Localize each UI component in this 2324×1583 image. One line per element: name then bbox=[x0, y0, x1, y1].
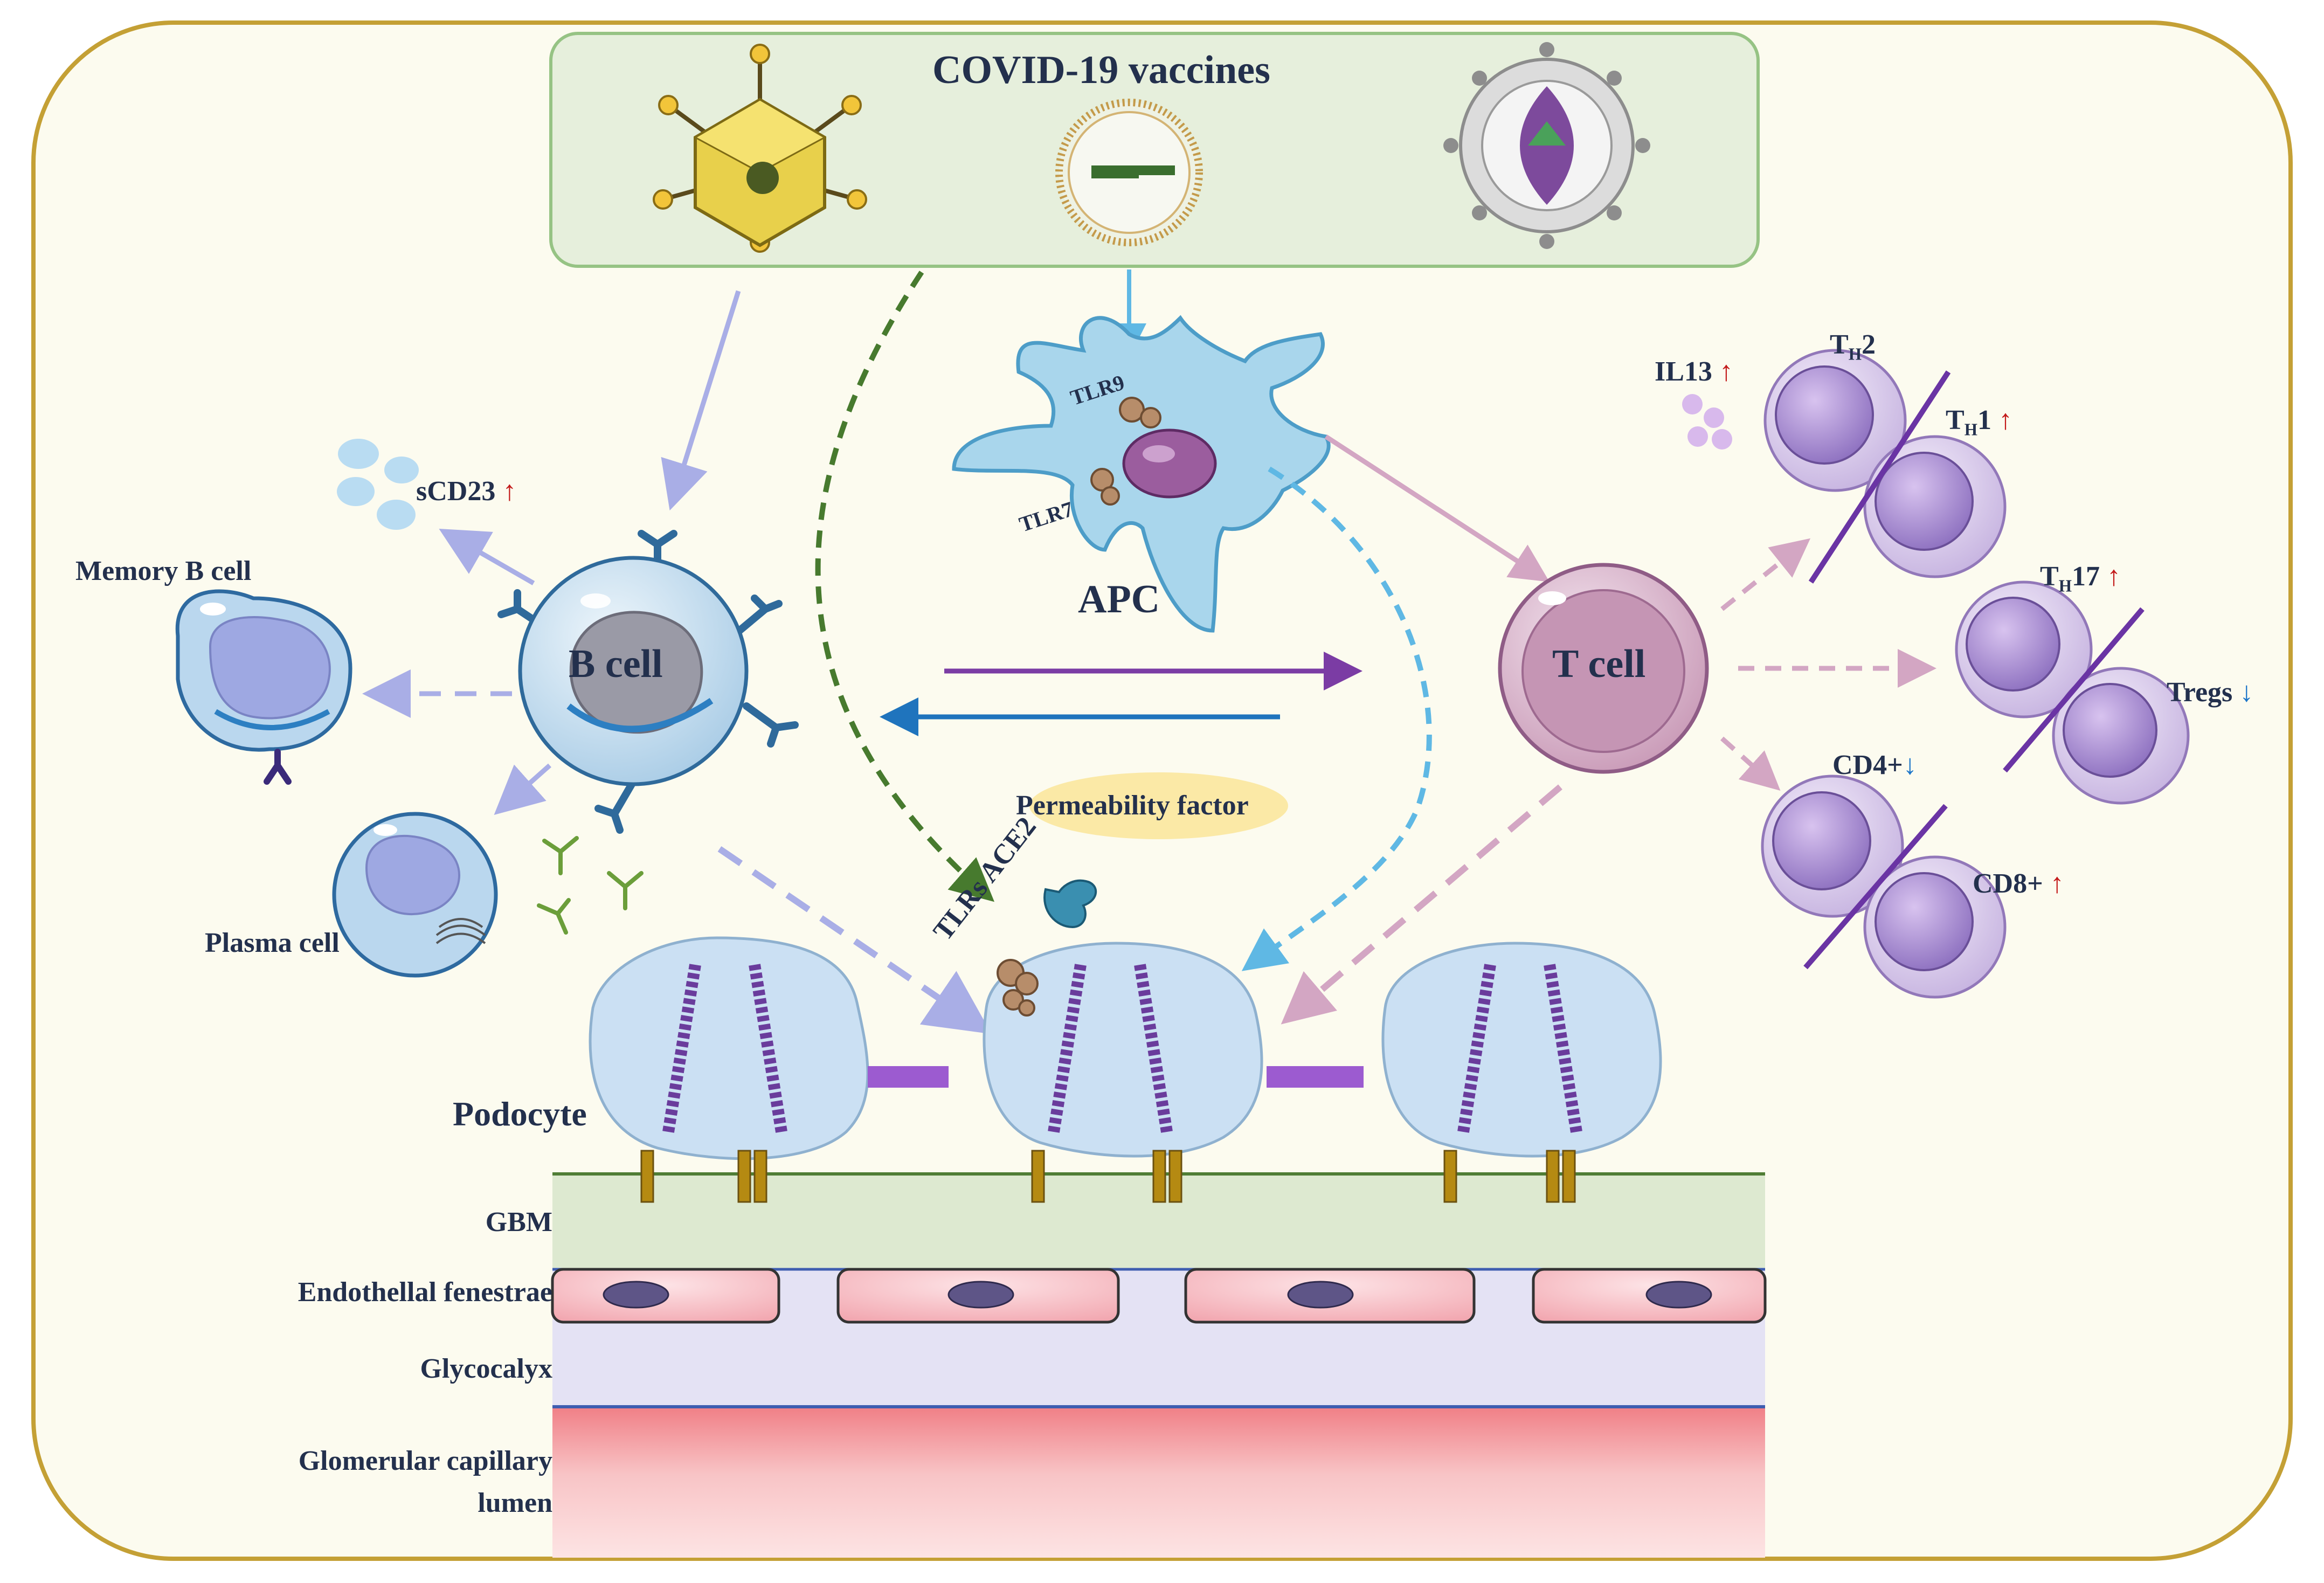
podocytes bbox=[589, 936, 1662, 1203]
plasma-cell-label: Plasma cell bbox=[205, 928, 340, 958]
apc-cell bbox=[952, 315, 1331, 633]
mrna-nanoparticle-icon bbox=[1055, 99, 1203, 246]
arrow-vaccine-to-bcell bbox=[661, 290, 741, 511]
arrow-tcell-to-podocyte bbox=[1281, 784, 1562, 1025]
endothelial-cells bbox=[551, 1268, 1767, 1324]
scd23-particles bbox=[337, 439, 419, 530]
t-cell-label: T cell bbox=[1552, 642, 1646, 686]
il13-label: IL13 ↑ bbox=[1655, 356, 1733, 387]
th17-tregs-cells bbox=[1955, 580, 2190, 805]
gbm-label: GBM bbox=[485, 1207, 552, 1238]
permeability-factor-bubble bbox=[1029, 772, 1288, 839]
arrow-bcell-to-scd23 bbox=[439, 529, 535, 585]
ace2-receptor-icon bbox=[1043, 879, 1097, 929]
arrow-bcell-to-plasma bbox=[494, 763, 551, 815]
endothelial-label: Endothellal fenestrae bbox=[298, 1277, 552, 1308]
antibodies-icon bbox=[537, 836, 644, 935]
th2-th1-cells bbox=[1763, 349, 2007, 584]
vaccines-title: COVID-19 vaccines bbox=[932, 48, 1270, 92]
arrow-apc-to-podocyte-cyan bbox=[1241, 466, 1432, 971]
tregs-label: Tregs ↓ bbox=[2167, 677, 2254, 708]
cd4-label: CD4+↓ bbox=[1832, 750, 1917, 780]
memory-b-cell bbox=[175, 589, 352, 785]
cd4-cd8-cells bbox=[1761, 775, 2007, 999]
inactivated-virus-icon bbox=[1443, 42, 1650, 249]
scd23-label: sCD23 ↑ bbox=[416, 476, 517, 507]
plasma-cell bbox=[332, 812, 498, 978]
th17-label: TH17 ↑ bbox=[2040, 561, 2121, 596]
apc-label: APC bbox=[1078, 577, 1160, 621]
adenovirus-vector-icon bbox=[653, 44, 867, 253]
il13-particles bbox=[1682, 394, 1732, 450]
arrow-tcell-to-th bbox=[1720, 538, 1811, 611]
th1-label: TH1 ↑ bbox=[1946, 405, 2012, 439]
b-cell bbox=[497, 530, 799, 834]
arrow-apc-to-tcell bbox=[1324, 434, 1550, 582]
glycocalyx-label: Glycocalyx bbox=[420, 1353, 552, 1384]
lumen-layer bbox=[552, 1407, 1765, 1558]
cd8-label: CD8+ ↑ bbox=[1973, 868, 2064, 899]
tlr-receptor-icon bbox=[997, 959, 1039, 1017]
arrow-bcell-to-podocyte bbox=[717, 846, 992, 1034]
podocyte-label: Podocyte bbox=[453, 1095, 587, 1133]
th2-label: TH2 bbox=[1830, 329, 1876, 364]
b-cell-label: B cell bbox=[569, 642, 663, 686]
t-cell bbox=[1498, 563, 1709, 774]
permeability-factor-label: Permeability factor bbox=[1016, 790, 1249, 821]
arrow-vaccine-to-podocyte-green bbox=[815, 271, 995, 902]
arrow-tcell-to-cd bbox=[1720, 736, 1781, 791]
memory-b-cell-label: Memory B cell bbox=[75, 556, 252, 586]
